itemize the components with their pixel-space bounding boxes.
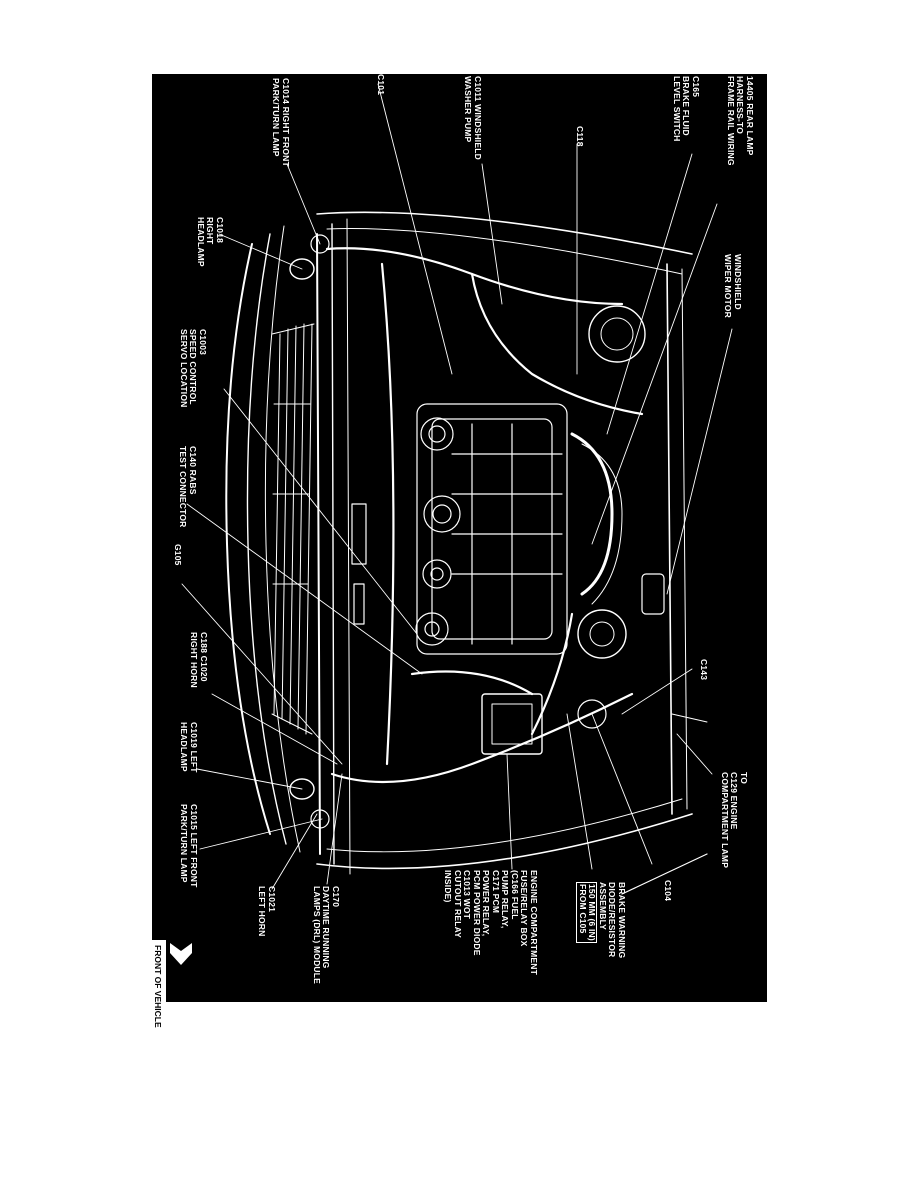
left-fender bbox=[316, 813, 693, 870]
front-of-vehicle-label: FRONT OF VEHICLE bbox=[153, 945, 163, 1028]
firewall bbox=[666, 263, 673, 815]
brake-warning-box: 150 MM (6 IN) FROM C105 bbox=[576, 882, 598, 943]
right-fender bbox=[316, 211, 693, 255]
radiator-support bbox=[316, 233, 321, 855]
front-arrow-icon bbox=[170, 943, 192, 965]
right-headlamp-shape bbox=[289, 258, 315, 280]
front-label-strip bbox=[152, 940, 166, 1002]
brake-booster bbox=[588, 305, 646, 363]
wiring-harness bbox=[325, 247, 644, 784]
intake-tube bbox=[570, 432, 614, 596]
front-bumper-outline bbox=[225, 243, 271, 835]
engine bbox=[415, 403, 568, 655]
leader-lines bbox=[181, 83, 733, 890]
front-bumper-inner bbox=[246, 233, 287, 845]
engine-compartment-illustration bbox=[181, 83, 733, 895]
grille bbox=[271, 323, 315, 735]
fuse-relay-box bbox=[481, 693, 543, 755]
left-headlamp-shape bbox=[289, 778, 315, 800]
